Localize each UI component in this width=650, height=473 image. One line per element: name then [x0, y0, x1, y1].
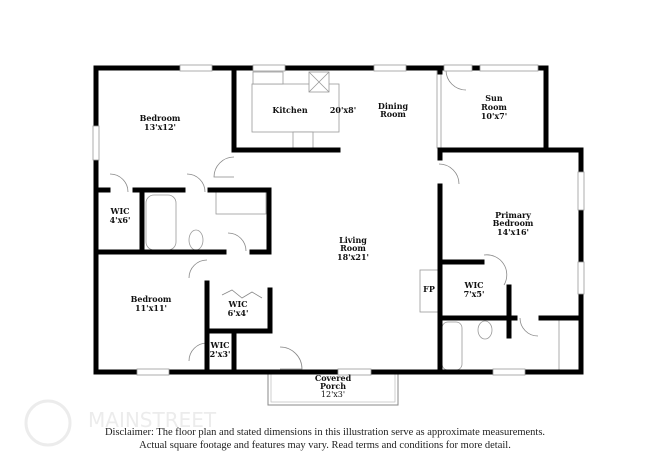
bedroom2-label: Bedroom	[131, 294, 172, 304]
sun-room-label: Sun	[485, 93, 503, 103]
doors	[109, 69, 539, 370]
vanity	[558, 319, 580, 371]
walls	[93, 65, 584, 375]
vanity	[215, 191, 267, 215]
living-label-2: Room	[340, 243, 366, 253]
wic-primary-size: 7'x5'	[464, 289, 485, 299]
covered-porch	[267, 373, 399, 406]
disclaimer-line-2: Actual square footage and features may v…	[139, 440, 511, 451]
bedroom2-size: 11'x11'	[135, 303, 167, 313]
fireplace-label: FP	[423, 284, 435, 294]
wic2-label: WIC	[227, 299, 247, 309]
primary-size: 14'x16'	[497, 227, 529, 237]
toilet	[188, 229, 204, 251]
wic2-size: 6'x4'	[228, 308, 249, 318]
porch-label: Covered	[315, 373, 352, 383]
glass-partition	[436, 69, 442, 149]
stove	[292, 131, 314, 149]
primary-label-2: Bedroom	[493, 218, 534, 228]
toilet	[477, 320, 493, 340]
primary-label: Primary	[495, 210, 531, 220]
bathtub	[145, 194, 177, 251]
living-label: Living	[339, 235, 367, 245]
living-size: 18'x21'	[337, 252, 369, 262]
sink	[252, 71, 284, 85]
disclaimer-line-1: Disclaimer: The floor plan and stated di…	[104, 427, 546, 438]
wic1-label: WIC	[109, 206, 129, 216]
dining-label-2: Room	[380, 109, 406, 119]
bedroom1-size: 13'x12'	[144, 122, 176, 132]
svg-text:MAINSTREET: MAINSTREET	[88, 408, 217, 432]
watermark-logo: MAINSTREET	[24, 399, 217, 447]
kitchen-dining-size: 20'x8'	[330, 105, 356, 115]
wic3-label: WIC	[209, 340, 229, 350]
room-labels: Kitchen 20'x8' Dining Room Sun Room 10'x…	[109, 93, 533, 399]
bathtub	[441, 321, 463, 371]
bedroom1-label: Bedroom	[140, 113, 181, 123]
porch-label-2: Porch	[320, 381, 346, 391]
kitchen-label: Kitchen	[272, 105, 307, 115]
sun-room-label-2: Room	[481, 102, 507, 112]
dining-label: Dining	[378, 101, 409, 111]
porch-size: 12'x3'	[321, 390, 345, 399]
wic1-size: 4'x6'	[110, 215, 131, 225]
sun-room-size: 10'x7'	[481, 111, 507, 121]
windows	[92, 64, 585, 376]
wic-primary-label: WIC	[463, 280, 483, 290]
wic3-size: 2'x3'	[210, 349, 231, 359]
fixtures	[145, 69, 580, 371]
